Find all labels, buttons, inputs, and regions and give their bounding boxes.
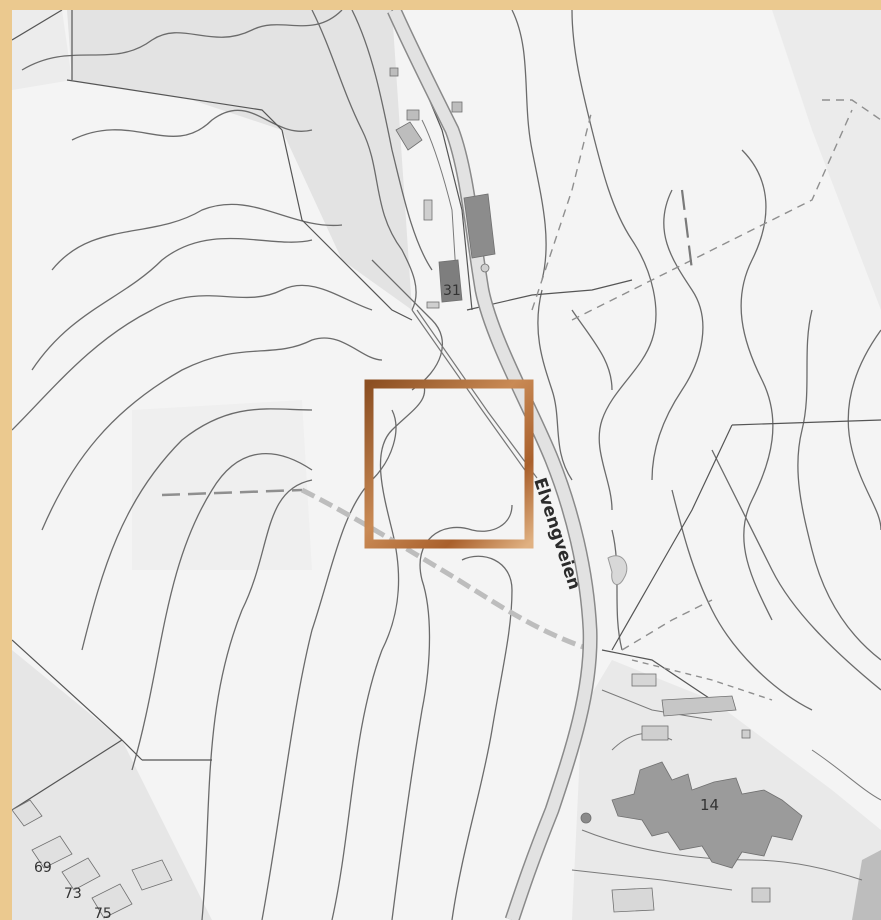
buildings	[12, 67, 803, 919]
building-label-69: 69	[34, 860, 52, 876]
footpaths	[161, 99, 881, 701]
building-label-31: 31	[443, 283, 461, 299]
selection-box[interactable]	[364, 379, 534, 549]
pond	[607, 555, 628, 586]
building-label-75: 75	[94, 906, 112, 920]
building-label-14: 14	[700, 796, 719, 814]
land-patches	[12, 10, 881, 920]
map-svg[interactable]: 31 14 69 73 75 Elvengveien	[12, 10, 881, 920]
building-label-73: 73	[64, 886, 82, 902]
road-elvengveien[interactable]	[387, 10, 598, 920]
map-canvas[interactable]: 31 14 69 73 75 Elvengveien	[12, 10, 881, 920]
